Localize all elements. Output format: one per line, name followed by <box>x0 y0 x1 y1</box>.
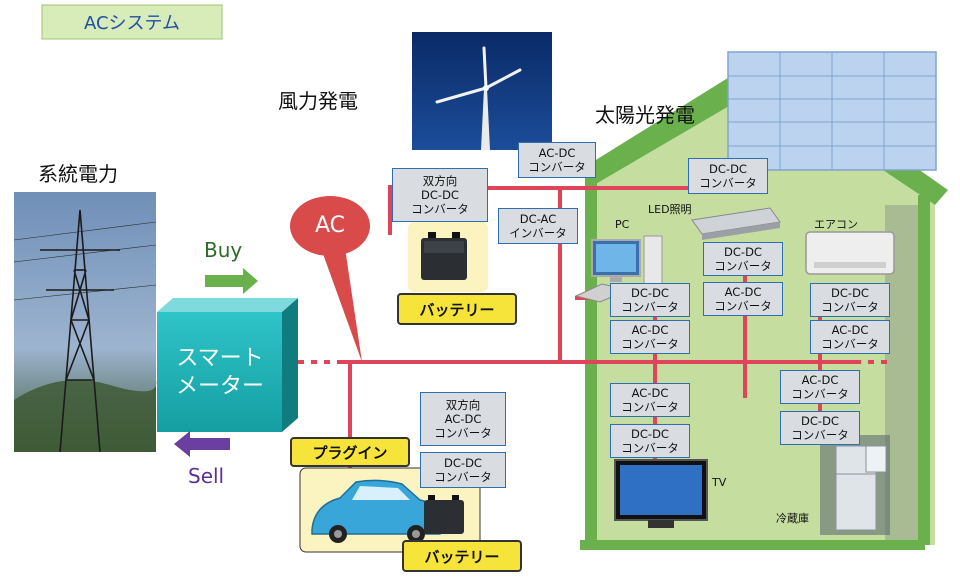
smart-meter <box>157 298 298 432</box>
led-label: LED照明 <box>648 203 692 216</box>
buy-label: Buy <box>204 238 243 262</box>
grid-tower-photo <box>13 192 157 453</box>
house-floor <box>580 540 925 550</box>
battery-bottom-icon <box>424 495 464 534</box>
battery-bottom-label: バッテリー <box>402 540 522 572</box>
page-title: ACシステム <box>83 13 181 34</box>
fridge-acdc-converter: AC-DC コンバータ <box>780 370 860 404</box>
tv-dcdc-converter: DC-DC コンバータ <box>610 424 690 458</box>
solar-dcdc-converter: DC-DC コンバータ <box>688 158 768 194</box>
dcac-inverter: DC-AC インバータ <box>498 208 578 244</box>
smart-meter-label: スマート メーター <box>175 346 264 399</box>
battery-top-label: バッテリー <box>397 293 517 325</box>
house-wall-left <box>585 170 597 545</box>
aircon-dcdc-converter: DC-DC コンバータ <box>810 283 890 317</box>
wind-power-label: 風力発電 <box>278 89 358 113</box>
fridge-dcdc-converter: DC-DC コンバータ <box>780 411 860 445</box>
sell-arrow <box>174 431 230 457</box>
aircon-label: エアコン <box>814 218 858 231</box>
aircon-icon <box>805 231 895 275</box>
wind-turbine-photo <box>412 32 552 150</box>
wind-acdc-converter: AC-DC コンバータ <box>518 142 596 178</box>
ac-bubble-label: AC <box>314 213 346 238</box>
pc-dcdc-converter: DC-DC コンバータ <box>610 283 690 317</box>
plugin-label: プラグイン <box>290 437 410 467</box>
sell-label: Sell <box>188 464 225 488</box>
battery-top-icon <box>421 232 467 280</box>
tv-label: TV <box>712 476 727 489</box>
grid-power-label: 系統電力 <box>38 162 118 186</box>
led-acdc-converter: AC-DC コンバータ <box>703 282 783 316</box>
ac-bubble <box>290 196 370 362</box>
aircon-acdc-converter: AC-DC コンバータ <box>810 320 890 354</box>
fridge-icon <box>820 435 890 535</box>
buy-arrow <box>205 268 258 294</box>
pc-acdc-converter: AC-DC コンバータ <box>610 320 690 354</box>
house-wall-r <box>918 195 930 545</box>
solar-power-label: 太陽光発電 <box>595 103 695 127</box>
solar-panel <box>727 51 937 171</box>
battery-bidir-dcdc-converter: 双方向 DC-DC コンバータ <box>392 168 488 222</box>
tv-icon <box>614 459 708 528</box>
title-tab <box>41 4 223 40</box>
led-light-icon <box>691 207 781 240</box>
pc-label: PC <box>615 218 630 231</box>
ev-dcdc-converter: DC-DC コンバータ <box>420 452 506 488</box>
ev-bidir-acdc-converter: 双方向 AC-DC コンバータ <box>420 392 506 446</box>
led-dcdc-converter: DC-DC コンバータ <box>703 242 783 276</box>
tv-acdc-converter: AC-DC コンバータ <box>610 383 690 417</box>
fridge-label: 冷蔵庫 <box>776 512 809 525</box>
